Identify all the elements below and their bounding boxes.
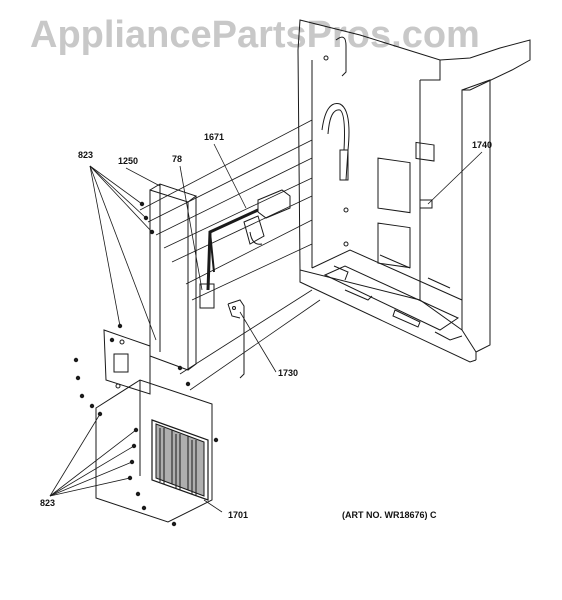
callout-1730: 1730 [278,368,299,378]
callout-823-top: 823 [78,150,94,160]
art-number: (ART NO. WR18676) C [342,510,437,520]
callout-823-bottom: 823 [40,498,56,508]
vertical-panel-1250 [149,183,198,371]
grille-box-1701 [95,379,213,523]
callout-1740: 1740 [472,140,493,150]
callout-1671: 1671 [204,132,225,142]
cabinet-back [297,19,531,363]
leader-lines [49,143,483,513]
callout-1701: 1701 [228,510,249,520]
assembly-guide-lines [139,119,321,391]
callout-1250: 1250 [118,156,139,166]
callout-78: 78 [172,154,183,164]
back-cover-plate [103,329,151,395]
bracket-1730 [227,299,245,379]
wire-harness-1671 [199,189,291,309]
